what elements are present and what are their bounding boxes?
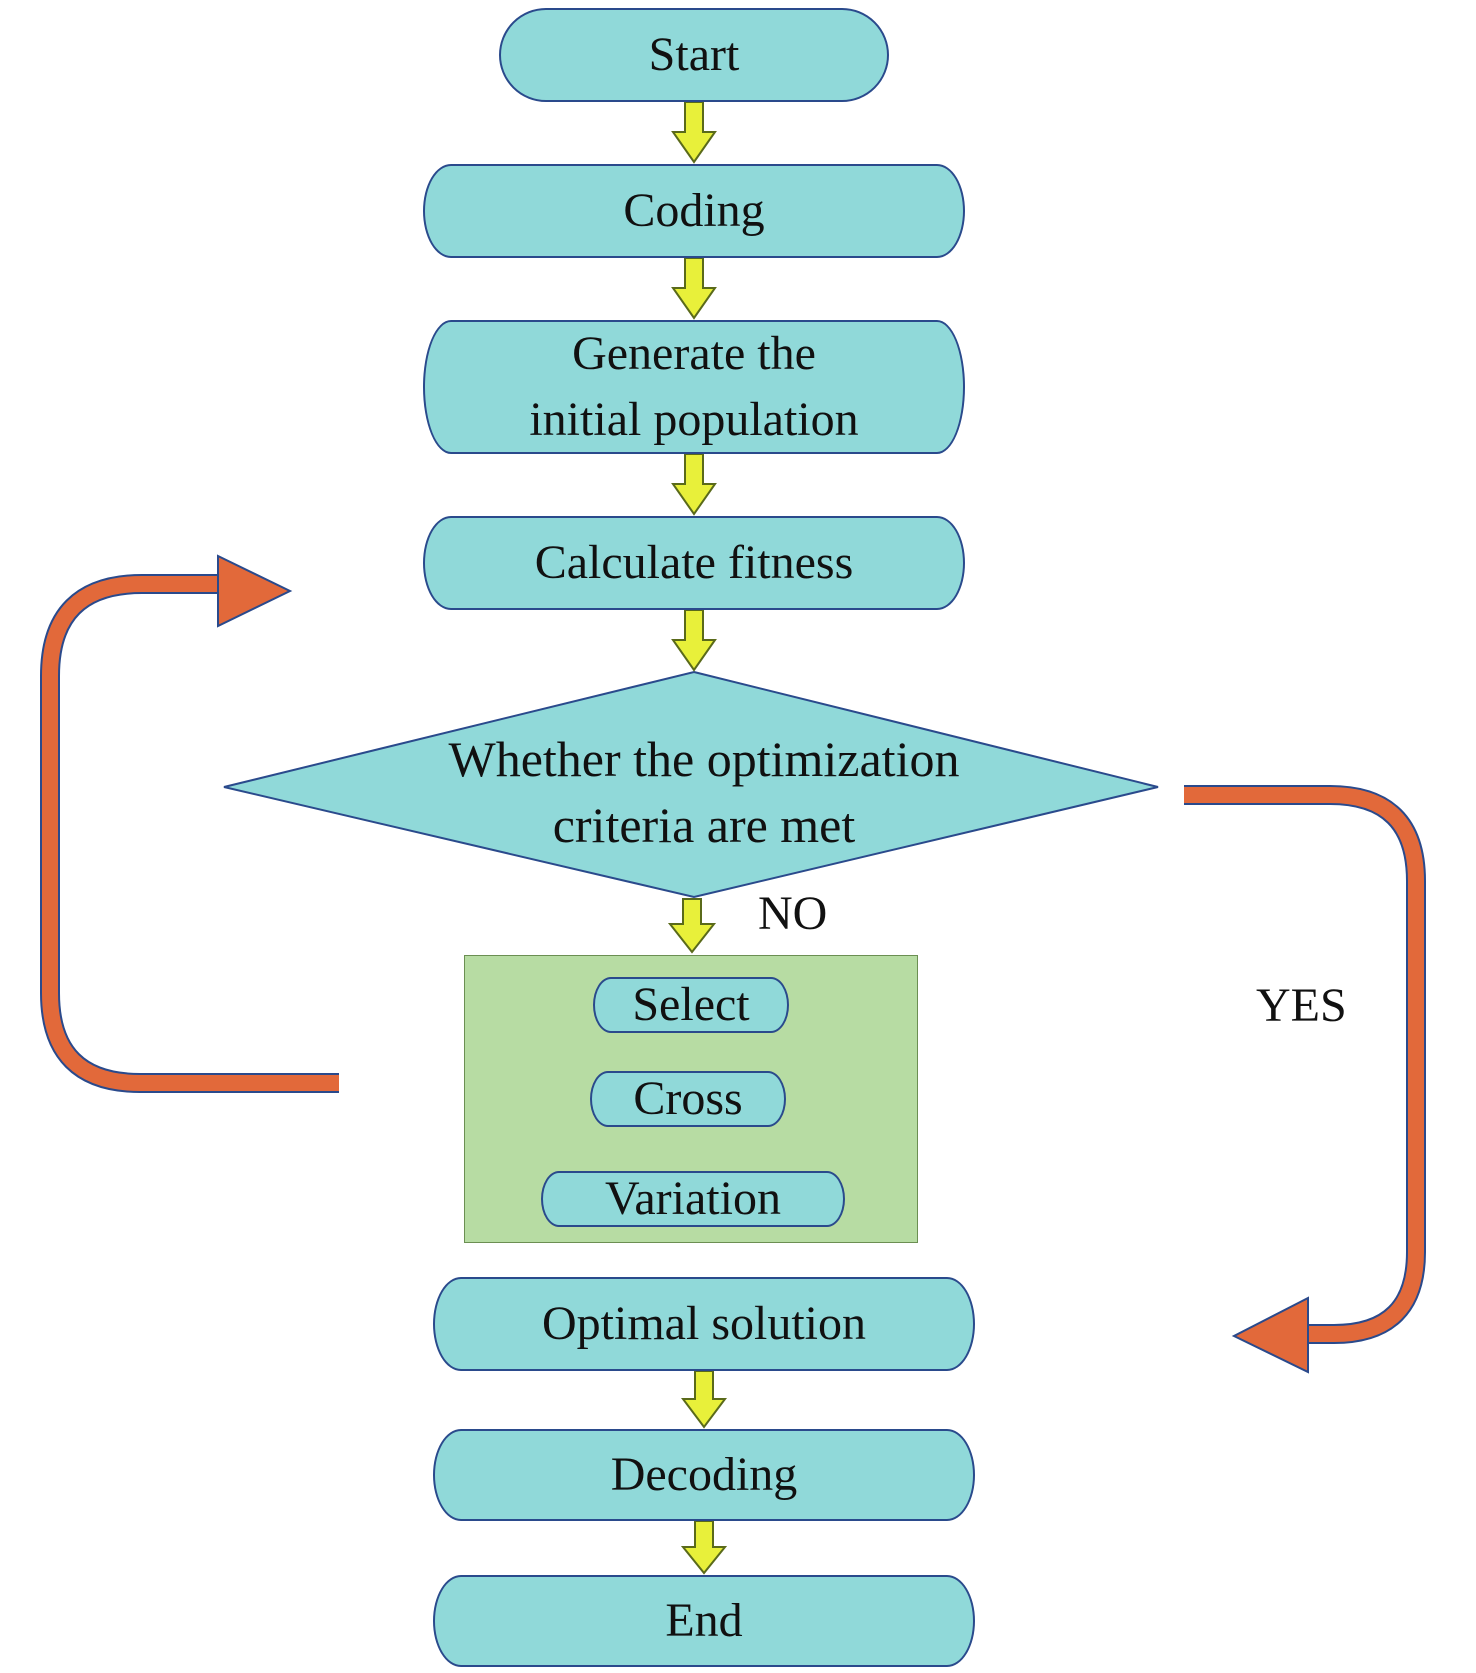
end-label: End (665, 1594, 743, 1647)
start-terminal: Start (499, 8, 889, 102)
loop-arrow-no-branch (40, 554, 339, 1093)
start-label: Start (648, 28, 740, 81)
decoding-step: Decoding (433, 1429, 975, 1521)
decoding-label: Decoding (610, 1448, 798, 1501)
no-label: NO (758, 887, 828, 940)
arrow-generate-to-fitness (671, 453, 717, 516)
loop-arrow-yes-branch (1184, 785, 1426, 1374)
generate-population-step: Generate the initial population (423, 320, 965, 454)
select-label: Select (632, 978, 750, 1031)
cross-label: Cross (633, 1072, 743, 1125)
arrow-optimal-to-decoding (681, 1370, 727, 1429)
arrow-coding-to-generate (671, 257, 717, 320)
calculate-fitness-step: Calculate fitness (423, 516, 965, 610)
arrow-decoding-to-end (680, 1520, 728, 1575)
select-step: Select (593, 977, 789, 1033)
coding-step: Coding (423, 164, 965, 258)
calculate-fitness-label: Calculate fitness (534, 536, 854, 589)
decision-diamond (223, 670, 1159, 899)
cross-step: Cross (590, 1071, 786, 1127)
decision-label: Whether the optimization criteria are me… (448, 731, 960, 853)
optimal-solution-step: Optimal solution (433, 1277, 975, 1371)
arrow-decision-to-select (667, 898, 717, 954)
end-step: End (433, 1575, 975, 1667)
arrow-fitness-to-decision (671, 609, 717, 672)
variation-step: Variation (541, 1171, 845, 1227)
optimal-solution-label: Optimal solution (542, 1297, 866, 1350)
variation-label: Variation (605, 1172, 781, 1225)
yes-label: YES (1256, 979, 1347, 1032)
generate-population-label: Generate the initial population (529, 327, 859, 446)
arrow-start-to-coding (671, 101, 717, 164)
coding-label: Coding (623, 184, 765, 237)
